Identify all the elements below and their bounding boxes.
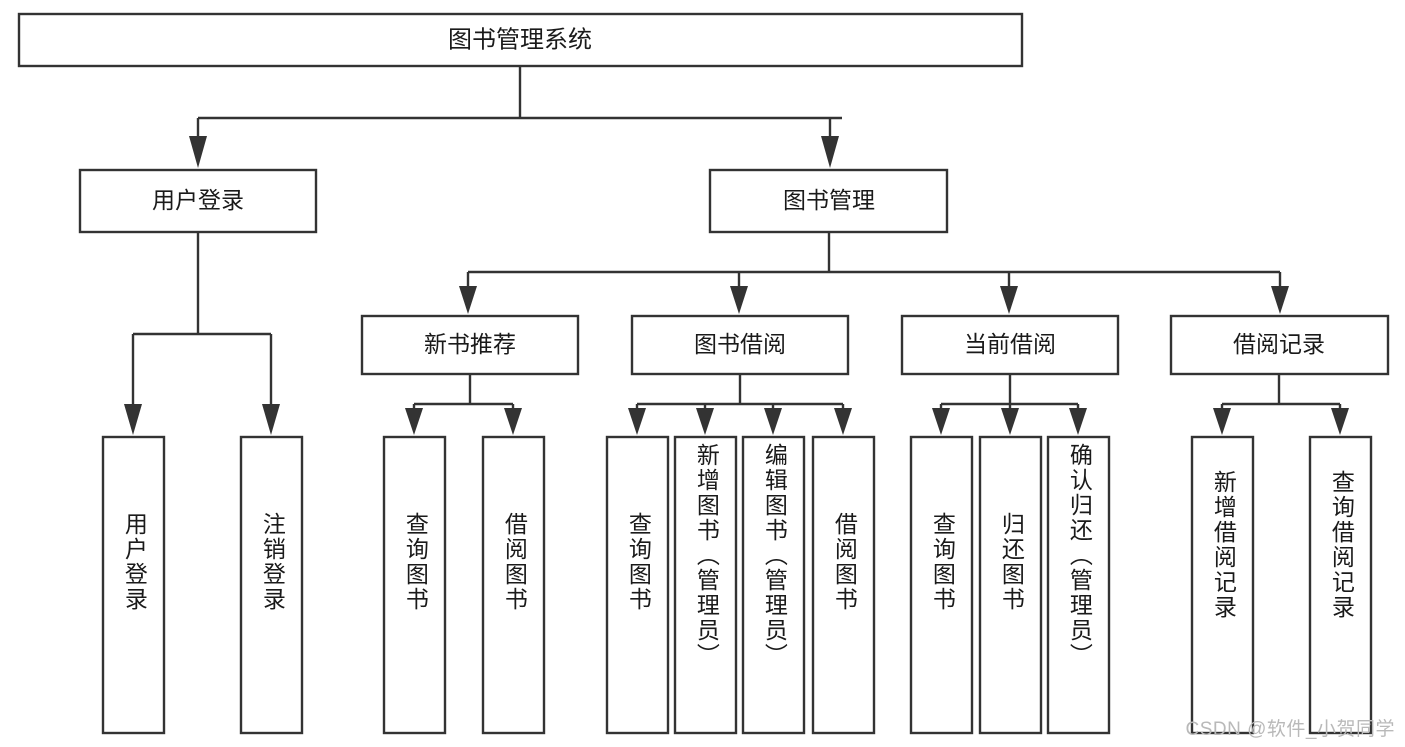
arrow-current-borrow-leaf-3 — [1069, 408, 1087, 435]
arrow-book-borrow-leaf-2 — [696, 408, 714, 435]
node-leaf-borrow-book-nb-box[interactable] — [481, 435, 546, 735]
node-leaf-query-book-cb-box[interactable] — [909, 435, 974, 735]
arrow-new-book-leaf-2 — [504, 408, 522, 435]
arrow-current-borrow-leaf-2 — [1001, 408, 1019, 435]
arrow-root-to-user-login — [189, 136, 207, 168]
arrow-borrow-records-leaf-2 — [1331, 408, 1349, 435]
arrow-current-borrow-leaf-1 — [932, 408, 950, 435]
node-book-mgmt-box[interactable] — [708, 168, 949, 234]
node-leaf-add-record-box[interactable] — [1190, 435, 1255, 735]
node-new-book-label: 新书推荐 — [424, 331, 516, 357]
arrow-book-mgmt-to-current — [1000, 286, 1018, 314]
arrow-borrow-records-leaf-1 — [1213, 408, 1231, 435]
node-leaf-return-book-box[interactable] — [978, 435, 1043, 735]
node-user-login-label: 用户登录 — [152, 187, 244, 213]
node-leaf-query-record-box[interactable] — [1308, 435, 1373, 735]
node-root-label: 图书管理系统 — [448, 26, 592, 53]
node-leaf-logout-box[interactable] — [239, 435, 304, 735]
node-book-borrow-box[interactable] — [630, 314, 850, 376]
arrow-new-book-leaf-1 — [405, 408, 423, 435]
arrow-book-borrow-leaf-1 — [628, 408, 646, 435]
node-borrow-records-box[interactable] — [1169, 314, 1390, 376]
arrow-book-mgmt-to-records — [1271, 286, 1289, 314]
node-book-borrow-label: 图书借阅 — [694, 331, 786, 357]
node-leaf-edit-book-box[interactable] — [741, 435, 806, 735]
arrow-book-mgmt-to-borrow — [730, 286, 748, 314]
node-leaf-confirm-return-box[interactable] — [1046, 435, 1111, 735]
arrow-book-borrow-leaf-4 — [834, 408, 852, 435]
node-current-borrow-box[interactable] — [900, 314, 1120, 376]
arrow-user-login-leaf-2 — [262, 404, 280, 435]
node-book-mgmt-label: 图书管理 — [783, 187, 875, 213]
node-leaf-query-book-nb-box[interactable] — [382, 435, 447, 735]
arrow-book-mgmt-to-new-book — [459, 286, 477, 314]
node-leaf-add-book-box[interactable] — [673, 435, 738, 735]
arrow-root-to-book-mgmt — [821, 136, 839, 168]
node-leaf-user-login-box[interactable] — [101, 435, 166, 735]
arrow-book-borrow-leaf-3 — [764, 408, 782, 435]
node-borrow-records-label: 借阅记录 — [1233, 331, 1325, 357]
node-root-box[interactable] — [17, 12, 1024, 68]
node-leaf-query-book-bb-box[interactable] — [605, 435, 670, 735]
arrow-user-login-leaf-1 — [124, 404, 142, 435]
node-leaf-borrow-book-bb-box[interactable] — [811, 435, 876, 735]
node-current-borrow-label: 当前借阅 — [964, 331, 1056, 357]
node-new-book-box[interactable] — [360, 314, 580, 376]
